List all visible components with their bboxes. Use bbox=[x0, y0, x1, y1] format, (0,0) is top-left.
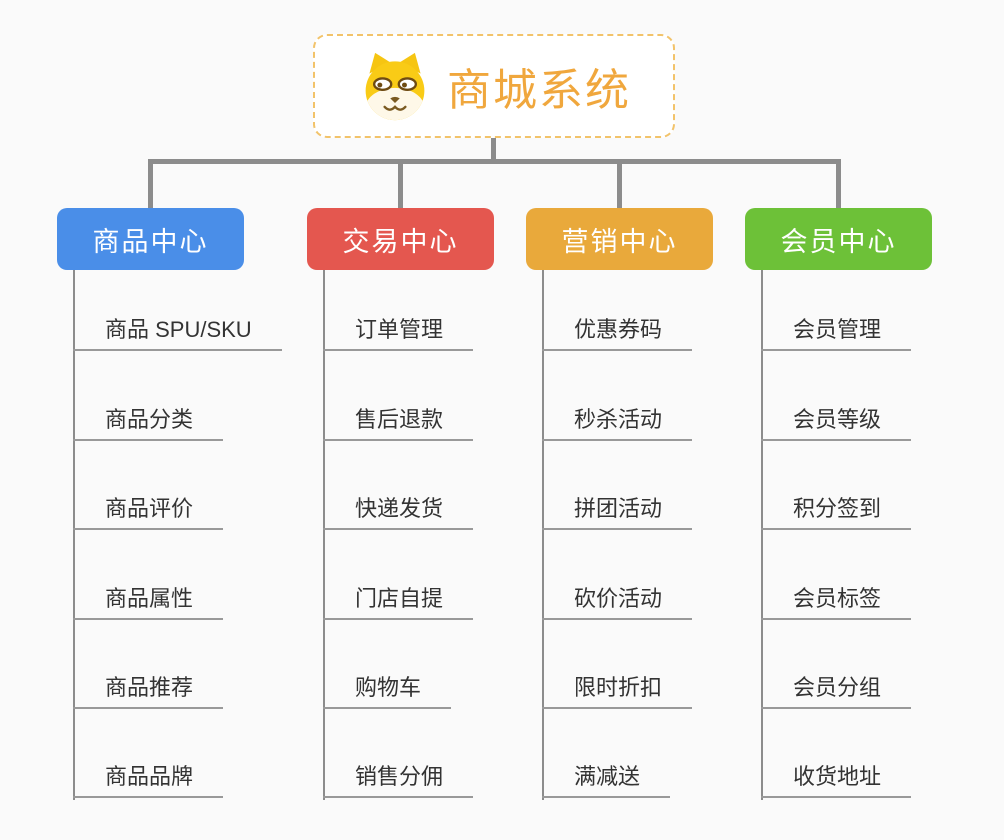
mindmap-node[interactable]: 商品评价 bbox=[73, 496, 224, 530]
branch-trunk-line bbox=[323, 270, 325, 800]
mindmap-node[interactable]: 商品属性 bbox=[73, 586, 224, 620]
branch-header-trade[interactable]: 交易中心 bbox=[307, 208, 494, 270]
branch-header-marketing[interactable]: 营销中心 bbox=[526, 208, 713, 270]
mindmap-node[interactable]: 会员等级 bbox=[761, 407, 912, 441]
mindmap-node[interactable]: 会员管理 bbox=[761, 317, 912, 351]
mindmap-node[interactable]: 售后退款 bbox=[323, 407, 474, 441]
mindmap-node[interactable]: 限时折扣 bbox=[542, 675, 693, 709]
connector-drop-line bbox=[148, 159, 153, 210]
mindmap-node[interactable]: 门店自提 bbox=[323, 586, 474, 620]
mindmap-node[interactable]: 会员分组 bbox=[761, 675, 912, 709]
connector-drop-line bbox=[836, 159, 841, 210]
mindmap-node[interactable]: 拼团活动 bbox=[542, 496, 693, 530]
mindmap-node[interactable]: 秒杀活动 bbox=[542, 407, 693, 441]
mindmap-node[interactable]: 砍价活动 bbox=[542, 586, 693, 620]
mindmap-node[interactable]: 快递发货 bbox=[323, 496, 474, 530]
root-node-title: 商城系统 bbox=[447, 66, 631, 115]
root-connector-stub bbox=[491, 138, 496, 161]
mindmap-node[interactable]: 优惠券码 bbox=[542, 317, 693, 351]
mindmap-node[interactable]: 订单管理 bbox=[323, 317, 474, 351]
root-node[interactable]: 商城系统 bbox=[313, 34, 675, 138]
branch-column-product: 商品中心 商品 SPU/SKU 商品分类 商品评价 商品属性 商品推荐 商品品牌 bbox=[57, 208, 317, 800]
mindmap-node[interactable]: 购物车 bbox=[323, 675, 452, 709]
mindmap-node[interactable]: 商品品牌 bbox=[73, 764, 224, 798]
connector-bus-line bbox=[148, 159, 841, 164]
mindmap-node[interactable]: 销售分佣 bbox=[323, 764, 474, 798]
branch-trunk-line bbox=[542, 270, 544, 800]
shiba-dog-icon bbox=[357, 50, 433, 122]
branch-trunk-line bbox=[73, 270, 75, 800]
mindmap-node[interactable]: 积分签到 bbox=[761, 496, 912, 530]
connector-drop-line bbox=[398, 159, 403, 210]
branch-column-marketing: 营销中心 优惠券码 秒杀活动 拼团活动 砍价活动 限时折扣 满减送 bbox=[526, 208, 786, 800]
branch-column-member: 会员中心 会员管理 会员等级 积分签到 会员标签 会员分组 收货地址 bbox=[745, 208, 1004, 800]
mindmap-node[interactable]: 会员标签 bbox=[761, 586, 912, 620]
mindmap-node[interactable]: 商品推荐 bbox=[73, 675, 224, 709]
mindmap-node[interactable]: 商品分类 bbox=[73, 407, 224, 441]
branch-header-member[interactable]: 会员中心 bbox=[745, 208, 932, 270]
mindmap-node[interactable]: 商品 SPU/SKU bbox=[73, 317, 282, 351]
connector-drop-line bbox=[617, 159, 622, 210]
branch-column-trade: 交易中心 订单管理 售后退款 快递发货 门店自提 购物车 销售分佣 bbox=[307, 208, 567, 800]
mindmap-node[interactable]: 收货地址 bbox=[761, 764, 912, 798]
mindmap-node[interactable]: 满减送 bbox=[542, 764, 671, 798]
branch-header-product[interactable]: 商品中心 bbox=[57, 208, 244, 270]
branch-trunk-line bbox=[761, 270, 763, 800]
